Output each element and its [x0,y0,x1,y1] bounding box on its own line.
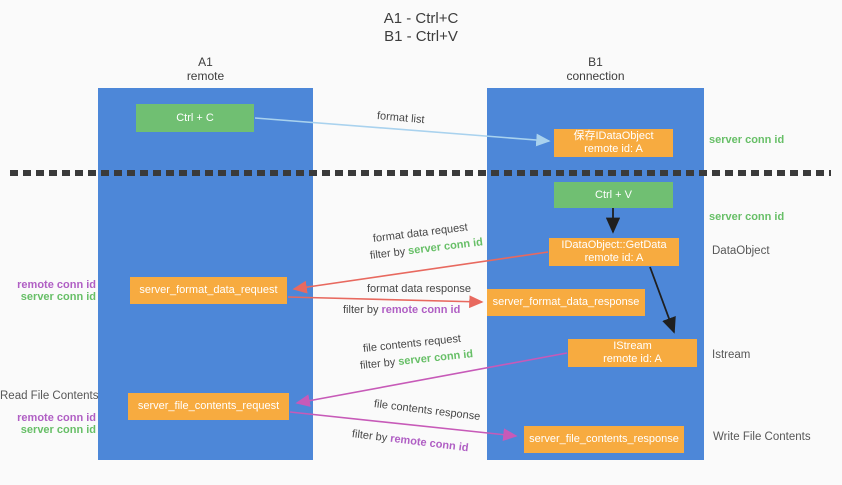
lane-header-a1: A1 remote [98,55,313,83]
node-ctrl-v-label: Ctrl + V [595,188,632,201]
node-server-file-contents-request: server_file_contents_request [128,393,289,420]
node-istream-line2: remote id: A [603,353,662,365]
label-write-file-contents: Write File Contents [713,431,811,443]
title-line-2: B1 - Ctrl+V [384,28,458,45]
node-getdata-line1: IDataObject::GetData [561,239,667,251]
node-ctrl-v: Ctrl + V [554,182,673,208]
lane-header-b1: B1 connection [487,55,704,83]
label-conn-ids-left-bottom: remote conn id server conn id [8,412,96,436]
lane-b1-role: connection [566,69,625,83]
filter-by-text: filter by [369,245,406,262]
server-conn-id-text: server conn id [397,348,474,368]
node-server-format-data-request: server_format_data_request [130,277,287,304]
node-save-idataobject-line2: remote id: A [584,143,643,155]
lane-a1-name: A1 [198,55,213,69]
node-save-idataobject-line1: 保存IDataObject [573,130,654,142]
remote-conn-id-text: remote conn id [381,304,461,316]
remote-conn-id-text: remote conn id [17,279,96,291]
label-format-data-response: format data response [367,283,471,295]
label-read-file-contents: Read File Contents [0,390,99,402]
server-conn-id-text: server conn id [20,424,96,436]
label-istream: Istream [712,349,751,361]
node-save-idataobject: 保存IDataObject remote id: A [554,129,673,157]
node-istream: IStream remote id: A [568,339,697,367]
label-dataobject: DataObject [712,245,770,257]
label-server-conn-id-right-mid: server conn id [709,211,785,223]
node-getdata-line2: remote id: A [584,252,644,264]
node-ctrl-c-label: Ctrl + C [176,111,214,124]
filter-by-text: filter by [343,304,379,316]
label-format-list: format list [376,110,426,127]
filter-by-text: filter by [351,428,388,445]
node-server-file-contents-response-label: server_file_contents_response [529,433,679,445]
server-conn-id-text: server conn id [20,291,96,303]
arrow-format-data-response [287,295,484,309]
label-conn-ids-left-top: remote conn id server conn id [8,279,96,303]
node-server-format-data-response: server_format_data_response [487,289,645,316]
remote-conn-id-text: remote conn id [389,432,470,455]
node-idataobject-getdata: IDataObject::GetData remote id: A [549,238,679,266]
diagram-title: A1 - Ctrl+C B1 - Ctrl+V [0,10,842,46]
node-server-format-data-response-label: server_format_data_response [492,296,640,308]
node-server-file-contents-response: server_file_contents_response [524,426,684,453]
arrow-file-contents-response [289,411,518,442]
node-istream-line1: IStream [613,340,652,352]
node-server-file-contents-request-label: server_file_contents_request [137,400,280,412]
label-server-conn-id-right-top: server conn id [709,134,785,146]
lane-b1-name: B1 [588,55,603,69]
label-file-contents-response: file contents response [373,398,481,423]
lane-a1-role: remote [186,69,225,83]
title-line-1: A1 - Ctrl+C [383,10,459,27]
remote-conn-id-text: remote conn id [17,412,96,424]
node-ctrl-c: Ctrl + C [136,104,254,132]
filter-by-text: filter by [359,356,396,372]
node-server-format-data-request-label: server_format_data_request [139,284,278,296]
copy-paste-divider-line [10,170,831,176]
